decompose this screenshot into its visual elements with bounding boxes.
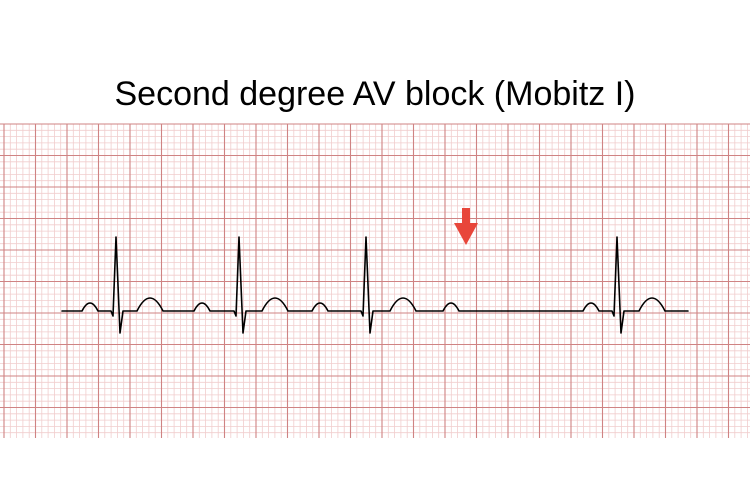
down-arrow-icon xyxy=(454,208,478,245)
ecg-grid-major xyxy=(0,123,750,438)
ecg-trace xyxy=(61,236,689,334)
figure-title: Second degree AV block (Mobitz I) xyxy=(114,75,636,113)
